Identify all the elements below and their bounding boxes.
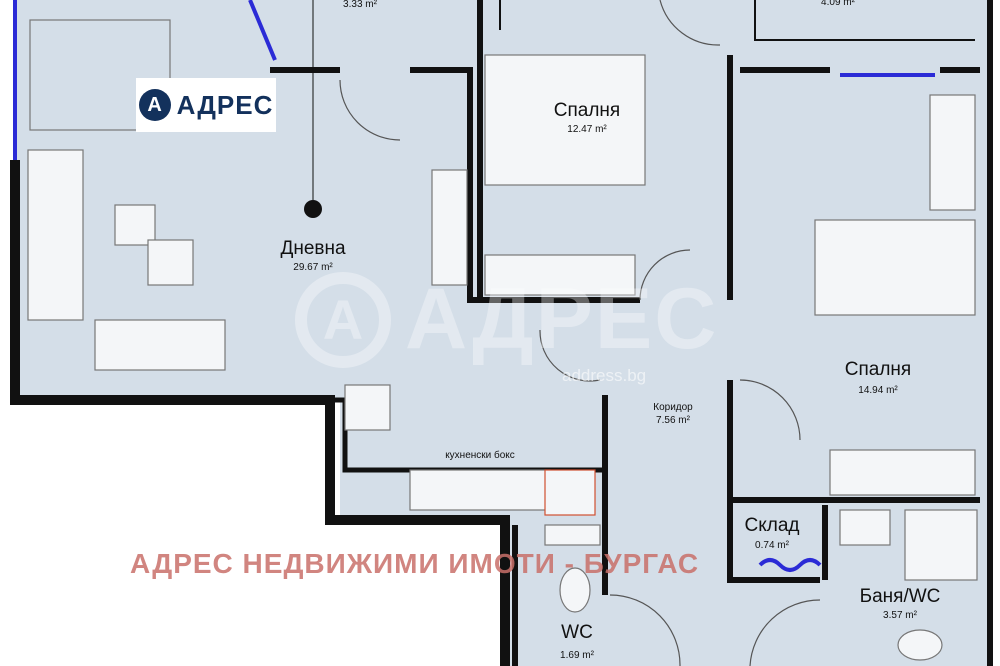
bathroom-area: 3.57 m²	[883, 610, 918, 621]
watermark: A АДРЕС	[295, 270, 718, 369]
storage-name: Склад	[745, 515, 800, 536]
watermark-url: address.bg	[562, 366, 647, 385]
living-name: Дневна	[280, 238, 346, 259]
kitchen-name: кухненски бокс	[445, 449, 515, 461]
logo-mark: A	[138, 89, 171, 121]
bedroom1-name: Спалня	[554, 100, 620, 121]
doors	[339, 0, 821, 666]
bedroom2-area: 14.94 m²	[858, 385, 898, 396]
ceiling-light	[304, 200, 322, 218]
living-area: 29.67 m²	[293, 262, 333, 273]
windows	[13, 0, 935, 572]
watermark-logo-mark: A	[295, 271, 391, 368]
agency-logo: A АДРЕС	[136, 78, 276, 132]
corridor-area: 7.56 m²	[656, 415, 691, 426]
bedroom2-name: Спалня	[845, 359, 911, 380]
logo-text: АДРЕС	[176, 89, 274, 120]
wc-area: 1.69 m²	[560, 650, 595, 661]
terrace-left-area: 3.33 m²	[343, 0, 378, 10]
corridor-name: Коридор	[653, 402, 693, 413]
furniture	[27, 19, 978, 661]
bedroom1-area: 12.47 m²	[567, 124, 607, 135]
storage-area: 0.74 m²	[755, 540, 790, 551]
terrace-right-area: 4.09 m²	[821, 0, 856, 8]
watermark-text: АДРЕС	[405, 271, 719, 367]
agency-banner: АДРЕС НЕДВИЖИМИ ИМОТИ - БУРГАС	[130, 548, 700, 579]
wc-name: WC	[561, 622, 593, 643]
bathroom-name: Баня/WC	[860, 586, 941, 607]
